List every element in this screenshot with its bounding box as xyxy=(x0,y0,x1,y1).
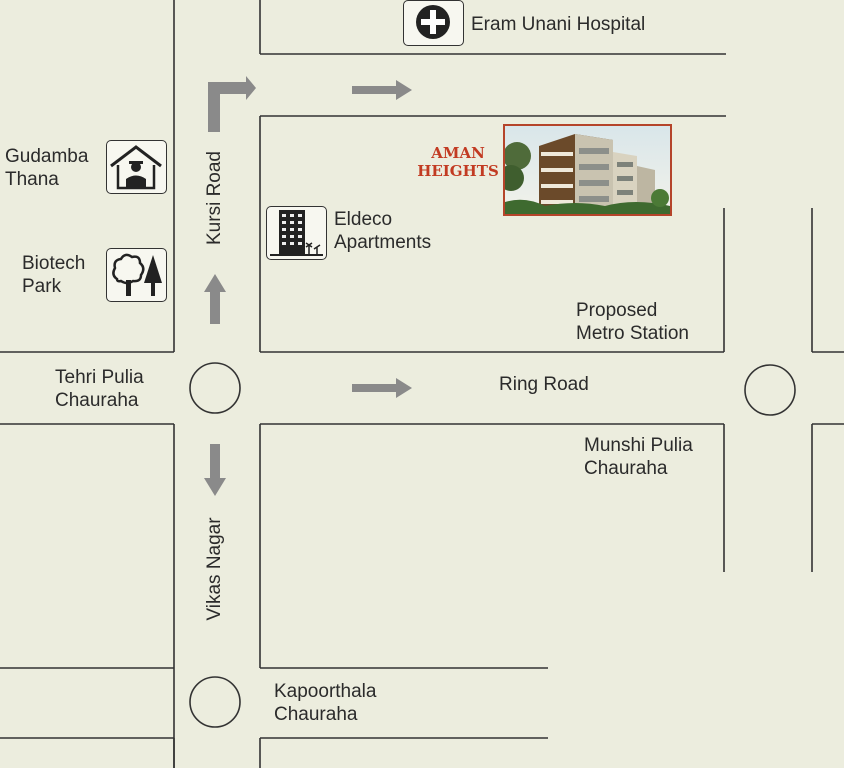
roundabout-tehri-pulia xyxy=(189,362,241,414)
ring-road-label: Ring Road xyxy=(499,374,589,395)
police-station-label: Gudamba Thana xyxy=(5,146,89,190)
project-name: AMAN HEIGHTS xyxy=(417,144,499,180)
apartment-building-icon xyxy=(266,206,327,260)
kursi-road-label: Kursi Road xyxy=(204,151,225,245)
park-trees-icon xyxy=(106,248,167,302)
munshi-pulia-label: Munshi Pulia Chauraha xyxy=(584,435,693,479)
metro-station-label: Proposed Metro Station xyxy=(576,300,689,344)
turn-arrow-icon xyxy=(208,76,256,132)
apartments-label: Eldeco Apartments xyxy=(334,209,432,253)
arrow-down-icon xyxy=(204,444,226,496)
arrow-right-icon xyxy=(352,80,412,100)
tehri-pulia-label: Tehri Pulia Chauraha xyxy=(55,367,144,411)
hospital-cross-icon xyxy=(403,0,464,46)
roundabout-munshi-pulia xyxy=(744,364,796,416)
hospital-label: Eram Unani Hospital xyxy=(471,14,646,35)
arrow-right-icon xyxy=(352,378,412,398)
police-station-icon xyxy=(106,140,167,194)
vikas-nagar-label: Vikas Nagar xyxy=(204,517,225,621)
arrow-up-icon xyxy=(204,274,226,324)
kapoorthala-label: Kapoorthala Chauraha xyxy=(274,681,377,725)
roundabout-kapoorthala xyxy=(189,676,241,728)
park-label: Biotech Park xyxy=(22,253,86,297)
building-photo xyxy=(503,124,672,216)
